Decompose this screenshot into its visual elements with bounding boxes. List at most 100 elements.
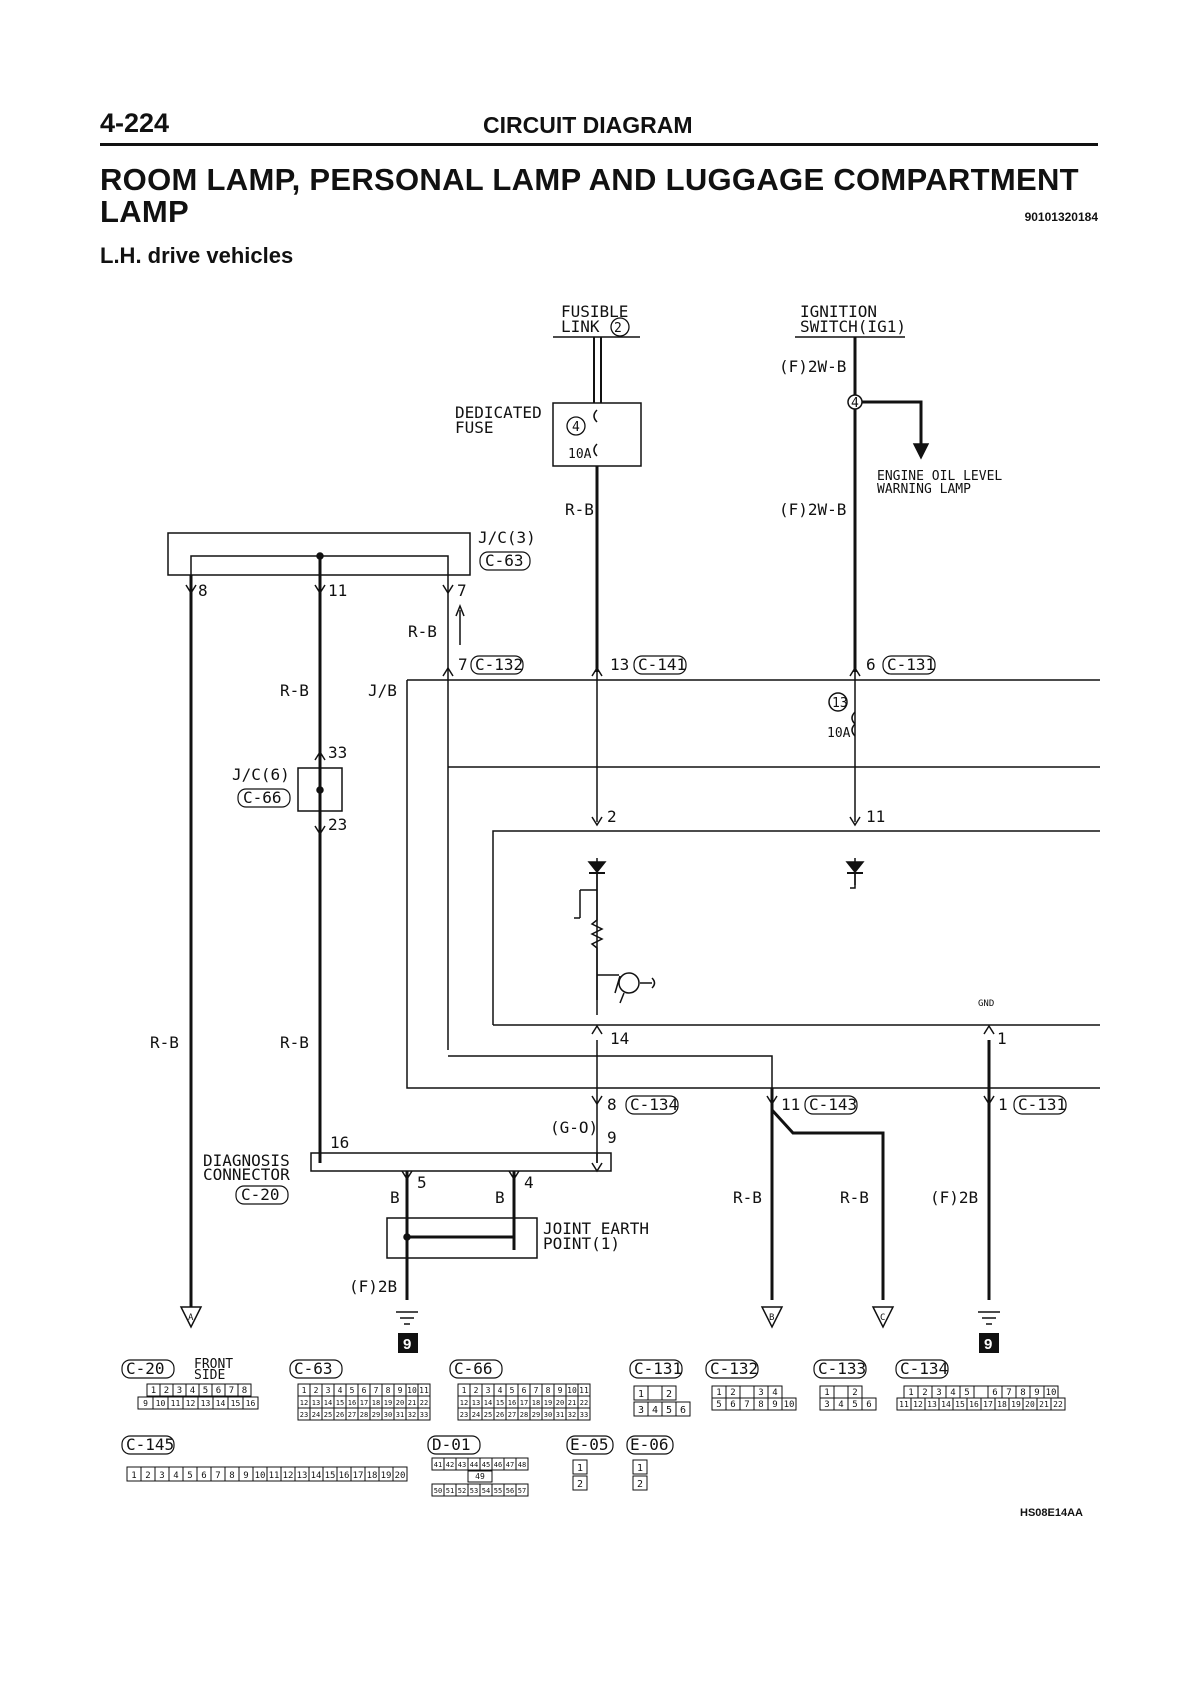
c66-row3-pin: 24 — [472, 1411, 480, 1419]
footer-code: HS08E14AA — [1020, 1507, 1083, 1519]
c132-row1-pin: 1 — [716, 1388, 721, 1398]
c132-row1-cell — [739, 1385, 755, 1399]
c145-row-pin: 15 — [325, 1471, 336, 1481]
c63-row1-pin: 4 — [338, 1386, 343, 1395]
c145-row-cell — [392, 1466, 408, 1482]
conn-label-c63: C-63 — [294, 1359, 333, 1378]
c145-row-pin: 16 — [339, 1471, 350, 1481]
c134-row1-pin: 8 — [1020, 1388, 1025, 1398]
c145-row-pin: 9 — [243, 1471, 248, 1481]
pin-5: 5 — [417, 1173, 427, 1192]
conn-label-c145: C-145 — [126, 1435, 174, 1454]
c134-row1-pin: 6 — [992, 1388, 997, 1398]
conn-label-c131: C-131 — [634, 1359, 682, 1378]
jc6-connector: C-66 — [243, 788, 282, 807]
conn-label-c134: C-134 — [900, 1359, 948, 1378]
pin-1: 1 — [997, 1029, 1007, 1048]
c20-row2-pin: 14 — [216, 1399, 226, 1408]
c66-row3-pin: 27 — [508, 1411, 516, 1419]
c63-row1-pin: 8 — [386, 1386, 391, 1395]
pin-c141: C-141 — [638, 655, 686, 674]
wire-label-f2wb: (F)2W-B — [779, 500, 846, 519]
pin-8: 8 — [198, 581, 208, 600]
ground-ref-right: 9 — [984, 1336, 992, 1353]
c63-row1-pin: 10 — [407, 1386, 417, 1395]
fusible-link-label: FUSIBLE — [561, 302, 628, 321]
c131-row2-pin: 5 — [666, 1405, 672, 1416]
pin-11b: 11 — [866, 807, 885, 826]
wire-label-f2b: (F)2B — [930, 1188, 978, 1207]
c66-row1-pin: 5 — [510, 1386, 515, 1395]
dedicated-fuse-label-2: FUSE — [455, 418, 494, 437]
e05-row1-cell — [572, 1459, 588, 1475]
engine-oil-label-2: WARNING LAMP — [877, 482, 971, 497]
c66-row1-pin: 3 — [486, 1386, 491, 1395]
c63-row3-pin: 27 — [348, 1411, 356, 1419]
front-side-label: FRONT — [194, 1357, 233, 1372]
joint-earth-label: JOINT EARTH — [543, 1219, 649, 1238]
c132-row2-pin: 6 — [730, 1400, 735, 1410]
d01-row1-pin: 42 — [446, 1461, 454, 1469]
c134-row1-pin: 5 — [964, 1388, 969, 1398]
d01-row2-pin: 51 — [446, 1487, 454, 1495]
d01-row2-pin: 50 — [434, 1487, 442, 1495]
c63-row2-pin: 18 — [372, 1399, 380, 1407]
c66-row3-pin: 26 — [496, 1411, 504, 1419]
d01-row2-pin: 52 — [458, 1487, 466, 1495]
c63-row3-pin: 28 — [360, 1411, 368, 1419]
terminal-c-label: C — [880, 1313, 885, 1323]
c63-row2-pin: 13 — [312, 1399, 320, 1407]
c133-row2-pin: 4 — [838, 1400, 843, 1410]
c63-row2-pin: 14 — [324, 1399, 332, 1407]
d01-row1-pin: 44 — [470, 1461, 478, 1469]
c20-row2-pin: 10 — [156, 1399, 166, 1408]
d01-row2-cell — [515, 1483, 529, 1497]
c133-row2-pin: 3 — [824, 1400, 829, 1410]
c63-row2-pin: 22 — [420, 1399, 428, 1407]
c66-row1-pin: 2 — [474, 1386, 479, 1395]
c66-row3-pin: 23 — [460, 1411, 468, 1419]
c20-row1-pin: 2 — [164, 1386, 169, 1396]
c134-row1-pin: 2 — [922, 1388, 927, 1398]
section-heading: CIRCUIT DIAGRAM — [483, 112, 693, 138]
d01-mid-cell — [467, 1470, 493, 1483]
c134-row2-pin: 13 — [927, 1400, 937, 1409]
wire-label-f2b-left: (F)2B — [349, 1277, 397, 1296]
fusible-link-label-2: LINK — [561, 317, 600, 336]
pin-2: 2 — [607, 807, 617, 826]
c145-row-pin: 4 — [173, 1471, 178, 1481]
d01-row1-pin: 43 — [458, 1461, 466, 1469]
pin-4: 4 — [524, 1173, 534, 1192]
wire-label-go: (G-O) — [550, 1118, 598, 1137]
c63-row3-pin: 31 — [396, 1411, 404, 1419]
joint-earth-box — [386, 1217, 538, 1259]
c132-row1-pin: 3 — [758, 1388, 763, 1398]
c63-row3-pin: 32 — [408, 1411, 416, 1419]
c134-row2-pin: 15 — [955, 1400, 965, 1409]
c132-row2-pin: 9 — [772, 1400, 777, 1410]
wire-rb-c — [770, 1108, 885, 1300]
c20-row2-pin: 16 — [246, 1399, 256, 1408]
e06-row2-pin: 2 — [637, 1479, 643, 1490]
d01-row2-pin: 54 — [482, 1487, 490, 1495]
c134-row1-pin: 1 — [908, 1388, 913, 1398]
c132-row2-pin: 7 — [744, 1400, 749, 1410]
c63-row2-pin: 16 — [348, 1399, 356, 1407]
pin-7: 7 — [457, 581, 467, 600]
c145-row-pin: 8 — [229, 1471, 234, 1481]
c134-row2-cell — [1050, 1397, 1066, 1411]
pin-gnd: GND — [978, 999, 994, 1009]
c63-row2-pin: 15 — [336, 1399, 344, 1407]
jc3-label: J/C(3) — [478, 528, 536, 547]
fuse4-rating: 10A — [568, 447, 592, 462]
c145-row-pin: 3 — [159, 1471, 164, 1481]
c66-row2-pin: 13 — [472, 1399, 480, 1407]
c66-row1-pin: 10 — [567, 1386, 577, 1395]
c131-row2-pin: 6 — [680, 1405, 686, 1416]
c20-row1-pin: 7 — [229, 1386, 234, 1396]
diagnosis-connector: C-20 — [241, 1185, 280, 1204]
d01-row2-pin: 56 — [506, 1487, 514, 1495]
c134-row2-pin: 20 — [1025, 1400, 1035, 1409]
c63-row2-pin: 17 — [360, 1399, 368, 1407]
c132-row2-pin: 5 — [716, 1400, 721, 1410]
